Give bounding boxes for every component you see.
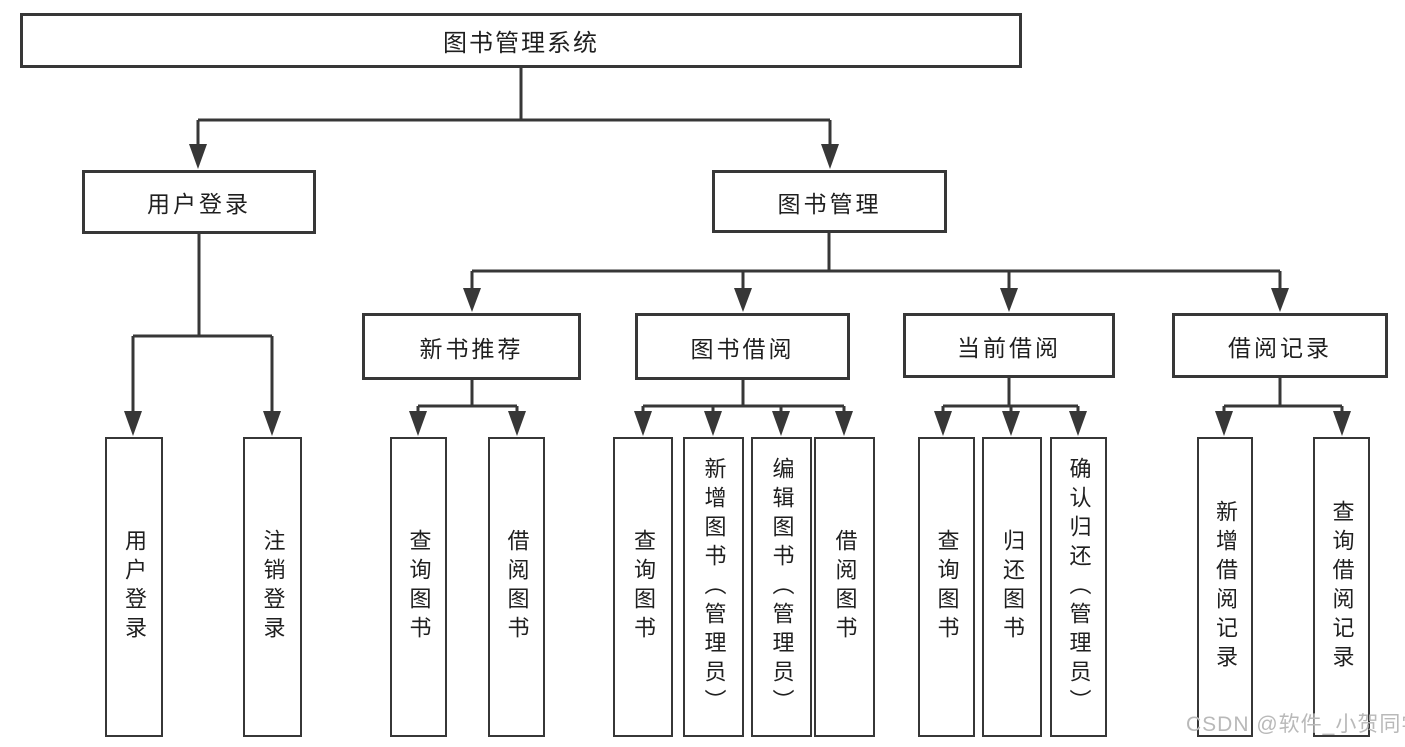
node-new-book-recommendation: 新书推荐 [362,313,581,380]
connector-line [131,234,274,413]
connector-line [470,233,1282,290]
leaf-edit-book-admin-label: 编辑图书（管理员） [769,456,795,718]
connector-root-to-level2 [189,68,839,169]
connector-current-to-leaves [934,378,1087,436]
connector-line [641,380,846,413]
leaf-current-query-books-label: 查询图书 [934,529,960,645]
arrow-down-icon [263,411,281,436]
leaf-query-borrow-record: 查询借阅记录 [1313,437,1370,737]
arrow-down-icon [734,288,752,312]
arrow-down-icon [634,411,652,436]
connector-line [416,380,519,413]
leaf-recommend-query-books-label: 查询图书 [406,529,432,645]
leaf-add-borrow-record-label: 新增借阅记录 [1213,500,1238,674]
leaf-edit-book-admin: 编辑图书（管理员） [751,437,812,737]
leaf-borrow-books: 借阅图书 [814,437,875,737]
leaf-confirm-return-admin-label: 确认归还（管理员） [1066,456,1092,718]
leaf-recommend-borrow-books-label: 借阅图书 [504,529,530,645]
connector-line [196,68,832,146]
node-user-login-label: 用户登录 [147,191,251,217]
leaf-user-login-label: 用户登录 [122,529,147,645]
leaf-return-books-label: 归还图书 [1000,529,1025,645]
node-borrowing-records-label: 借阅记录 [1228,334,1332,361]
leaf-confirm-return-admin: 确认归还（管理员） [1050,437,1107,737]
node-book-management-label: 图书管理 [777,190,882,217]
arrow-down-icon [463,288,481,312]
node-book-management: 图书管理 [712,170,947,233]
arrow-down-icon [1000,288,1018,312]
node-new-book-recommendation-label: 新书推荐 [419,335,524,362]
leaf-borrow-query-books: 查询图书 [613,437,673,737]
leaf-logout: 注销登录 [243,437,302,737]
leaf-query-borrow-record-label: 查询借阅记录 [1329,500,1355,674]
leaf-recommend-borrow-books: 借阅图书 [488,437,545,737]
node-system-root-label: 图书管理系统 [443,30,599,57]
leaf-add-book-admin-label: 新增图书（管理员） [701,456,727,718]
leaf-add-borrow-record: 新增借阅记录 [1197,437,1253,737]
arrow-down-icon [1069,411,1087,436]
arrow-down-icon [508,411,526,436]
connector-login-to-leaves [124,234,281,436]
node-current-borrowing-label: 当前借阅 [957,334,1061,361]
arrow-down-icon [409,411,427,436]
leaf-recommend-query-books: 查询图书 [390,437,447,737]
watermark: CSDN @软件_小贺同学 [1186,713,1405,736]
connector-line [1222,378,1344,413]
node-book-borrowing-label: 图书借阅 [690,335,795,362]
leaf-current-query-books: 查询图书 [918,437,975,737]
leaf-user-login: 用户登录 [105,437,163,737]
arrow-down-icon [124,411,142,436]
arrow-down-icon [189,144,207,169]
connector-recommend-to-leaves [409,380,526,436]
node-current-borrowing: 当前借阅 [903,313,1115,378]
leaf-logout-label: 注销登录 [260,529,286,645]
node-user-login: 用户登录 [82,170,316,234]
node-borrowing-records: 借阅记录 [1172,313,1388,378]
leaf-return-books: 归还图书 [982,437,1042,737]
arrow-down-icon [835,411,853,436]
arrow-down-icon [1333,411,1351,436]
leaf-borrow-query-books-label: 查询图书 [631,529,656,645]
arrow-down-icon [704,411,722,436]
connector-management-to-sections [463,233,1289,312]
node-system-root: 图书管理系统 [20,13,1022,68]
leaf-add-book-admin: 新增图书（管理员） [683,437,744,737]
node-book-borrowing: 图书借阅 [635,313,850,380]
arrow-down-icon [772,411,790,436]
arrow-down-icon [1002,411,1020,436]
arrow-down-icon [1271,288,1289,312]
arrow-down-icon [821,144,839,169]
arrow-down-icon [934,411,952,436]
arrow-down-icon [1215,411,1233,436]
leaf-borrow-books-label: 借阅图书 [832,529,858,645]
connector-line [941,378,1080,413]
connector-borrow-to-leaves [634,380,853,436]
connector-records-to-leaves [1215,378,1351,436]
